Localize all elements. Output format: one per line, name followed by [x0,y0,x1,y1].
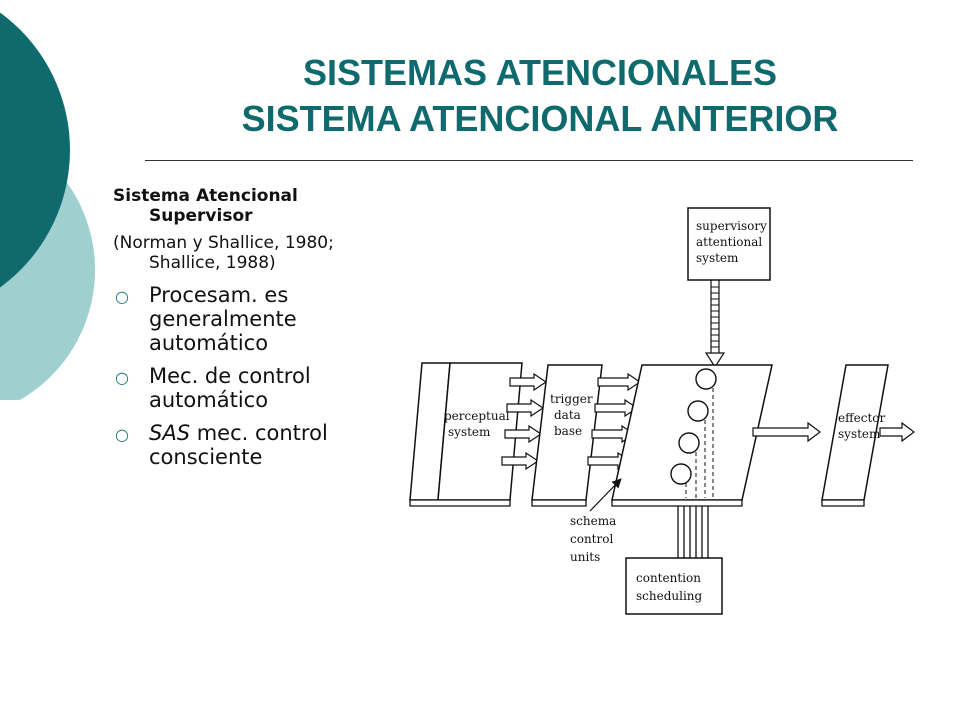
bullet-item: ○ Mec. de control automático [113,364,403,412]
norman-shallice-diagram: supervisory attentional system perceptua… [409,207,915,615]
contention-label-2: scheduling [636,589,703,603]
effector-label-2: system [838,427,881,441]
perceptual-label-1: perceptual [444,409,510,423]
contention-box [625,557,723,615]
schema-unit-circle [687,400,709,422]
schema-control-slab [611,364,773,507]
sas-down-arrow [704,280,726,369]
trigger-label-2: data [554,408,581,422]
bullet-text: Procesam. es generalmente automático [149,283,297,355]
bullet-emphasis: SAS [149,421,191,445]
effector-label-1: effector [838,411,885,425]
supervisory-label-2: attentional [696,235,762,249]
bullet-item: ○ SAS mec. control consciente [113,421,403,469]
schema-label-1: schema [570,514,616,528]
schema-label-2: control [570,532,613,546]
bullet-text: Mec. de control automático [149,364,311,412]
schema-to-contention-lines [677,506,709,558]
decorative-circles [0,12,95,400]
bullet-item: ○ Procesam. es generalmente automático [113,283,403,355]
schema-unit-circle [670,463,692,485]
citation: (Norman y Shallice, 1980; Shallice, 1988… [113,233,334,273]
effector-output-arrow [879,421,915,443]
schema-to-effector-arrow [752,421,821,443]
circle-bullet-icon: ○ [115,287,129,306]
bullet-list: ○ Procesam. es generalmente automático ○… [113,283,403,469]
supervisory-label-1: supervisory [696,219,767,233]
trigger-label-3: base [554,424,582,438]
title-line-2: SISTEMA ATENCIONAL ANTERIOR [241,98,839,139]
section-heading: Sistema Atencional Supervisor [113,186,298,226]
schema-label-3: units [570,550,600,564]
title-divider [145,160,913,161]
schema-dashed-lines [685,388,714,498]
perceptual-system-slab [409,362,523,507]
text-column: Sistema Atencional Supervisor (Norman y … [113,186,403,478]
supervisory-box [687,207,771,281]
perceptual-to-trigger-arrows [501,372,548,471]
circle-bullet-icon: ○ [115,368,129,387]
contention-label-1: contention [636,571,701,585]
schema-pointer-line [589,478,622,512]
trigger-database-slab [531,364,603,507]
dark-teal-circle [0,12,70,288]
supervisory-label-3: system [696,251,739,265]
circle-bullet-icon: ○ [115,425,129,444]
title-line-1: SISTEMAS ATENCIONALES [302,52,778,93]
schema-unit-circle [678,432,700,454]
trigger-label-1: trigger [550,392,593,406]
bullet-text: mec. control consciente [149,421,328,469]
schema-unit-circle [695,368,717,390]
perceptual-label-2: system [448,425,491,439]
page-title: SISTEMAS ATENCIONALES SISTEMA ATENCIONAL… [150,50,930,142]
effector-system-slab [821,364,889,507]
schema-units [670,368,717,485]
